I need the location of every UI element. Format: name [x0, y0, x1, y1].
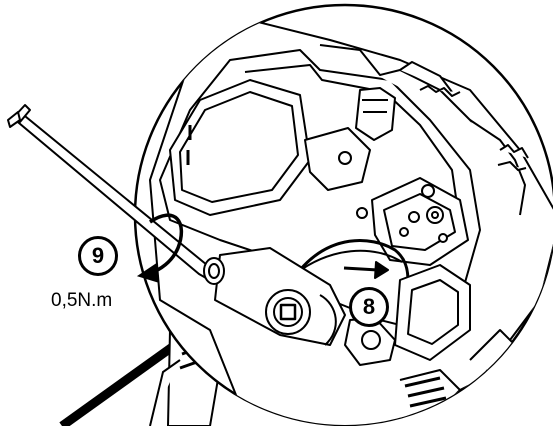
rotation-arrow-icon	[136, 213, 184, 283]
step-8-badge: 8	[349, 287, 389, 327]
hex-key-icon	[7, 104, 225, 285]
step-9-badge: 9	[78, 236, 118, 276]
push-arrow-icon	[343, 261, 389, 279]
torque-value: 0,5N.m	[51, 290, 113, 311]
cable	[59, 341, 178, 426]
detail-magnifier	[133, 3, 553, 426]
